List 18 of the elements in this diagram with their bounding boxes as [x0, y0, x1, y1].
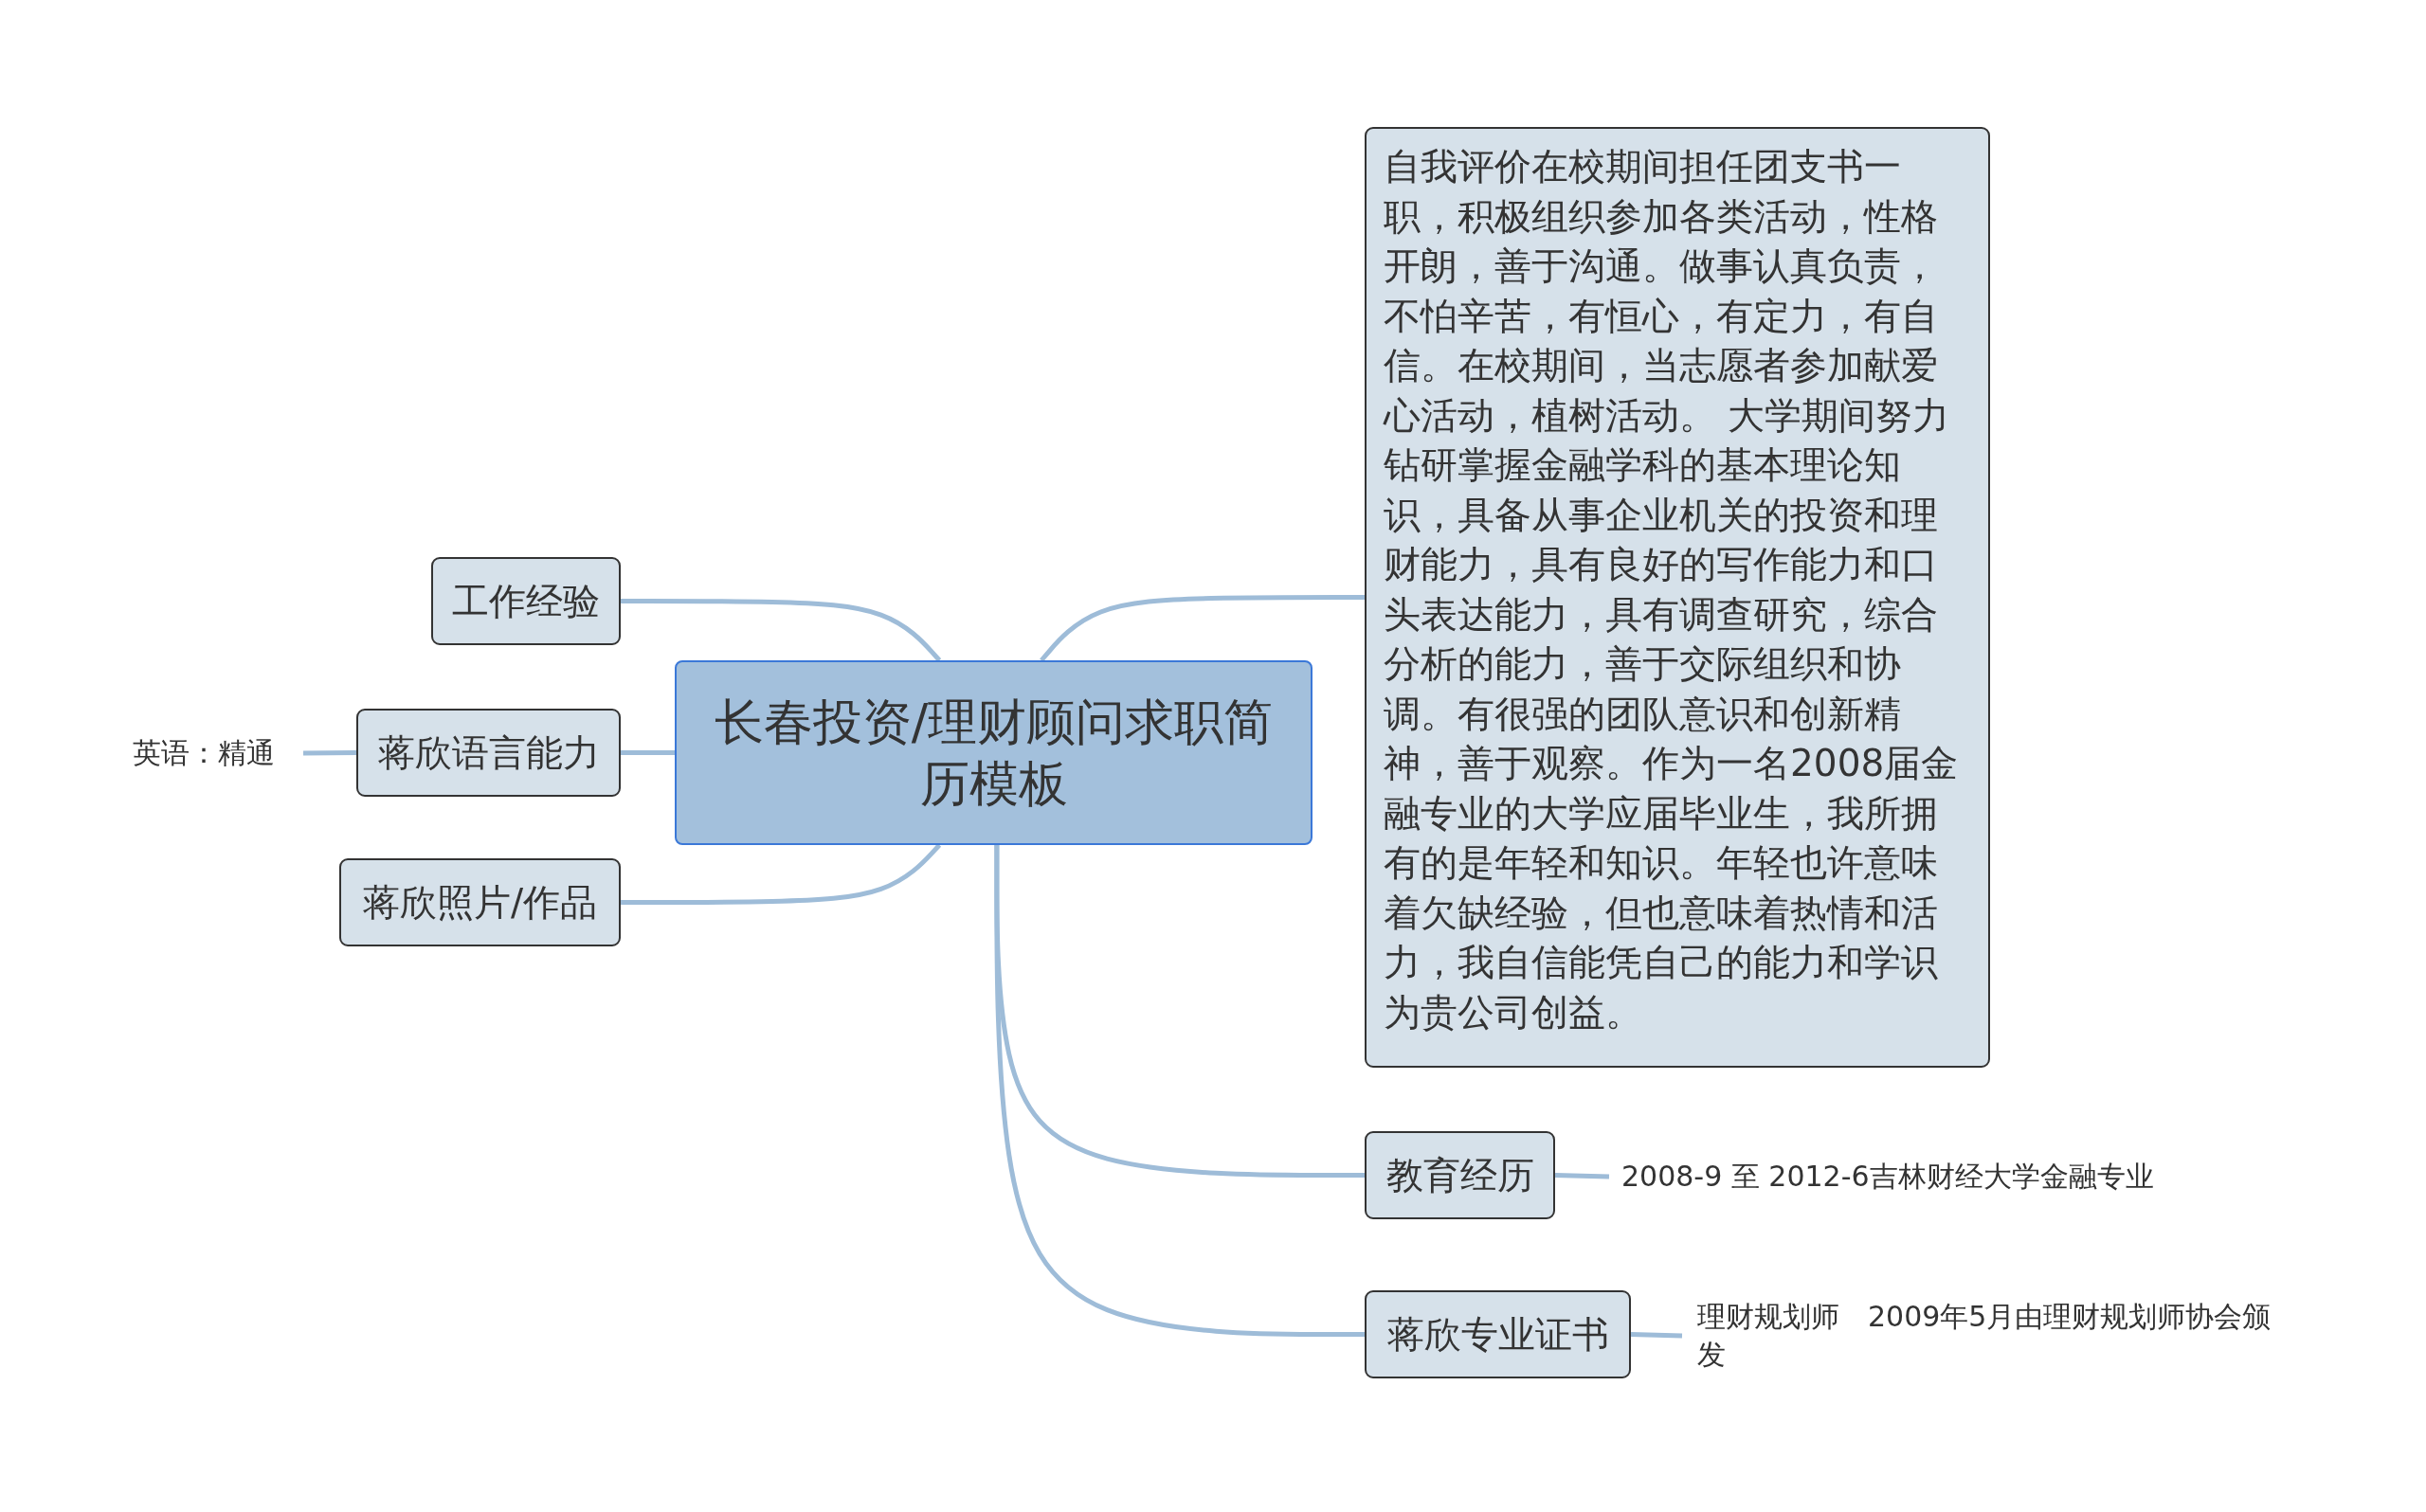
connector-line — [1040, 595, 1365, 662]
connector-line — [621, 750, 675, 755]
connector-line — [621, 843, 942, 905]
connector-line — [302, 750, 357, 756]
topic-box: 蒋欣照片/作品 — [339, 858, 621, 946]
text-box: 自我评价在校期间担任团支书一职，积极组织参加各类活动，性格开朗，善于沟通。做事认真负责，不怕辛苦，有恒心，有定力，有自信。在校期间，当志愿者参加献爱心活动，植树活动。 大学期间努力钻研掌握金融学科的基本理论知识，具备从事企业机关的投资和理财能力，具有良好的写作能力和口头表达能力，具有调查研究，综合分析的能力，善于交际组织和协调。有很强的团队意识和创新精神，善于观察。作为一名2008届金融专业的大学应届毕业生，我所拥有的是年轻和知识。年轻也许意味着欠缺经验，但也意味着热情和活力，我自信能凭自己的能力和学识为贵公司创益。 — [1365, 127, 1990, 1068]
note-text: 理财规划师 2009年5月由理财规划师协会颁发 — [1697, 1298, 2272, 1373]
connector-line — [994, 845, 1365, 1337]
connector-line — [1630, 1332, 1683, 1339]
topic-box: 工作经验 — [431, 557, 621, 645]
topic-box: 蒋欣语言能力 — [356, 709, 621, 797]
note-text: 2008-9 至 2012-6吉林财经大学金融专业 — [1621, 1158, 2154, 1195]
connector-line — [1554, 1173, 1610, 1179]
topic-box: 教育经历 — [1365, 1131, 1555, 1219]
note-text: 英语：精通 — [133, 734, 275, 771]
topic-box: 蒋欣专业证书 — [1365, 1290, 1631, 1378]
central-topic-box: 长春投资/理财顾问求职简历模板 — [675, 660, 1313, 845]
connector-line — [621, 599, 942, 662]
